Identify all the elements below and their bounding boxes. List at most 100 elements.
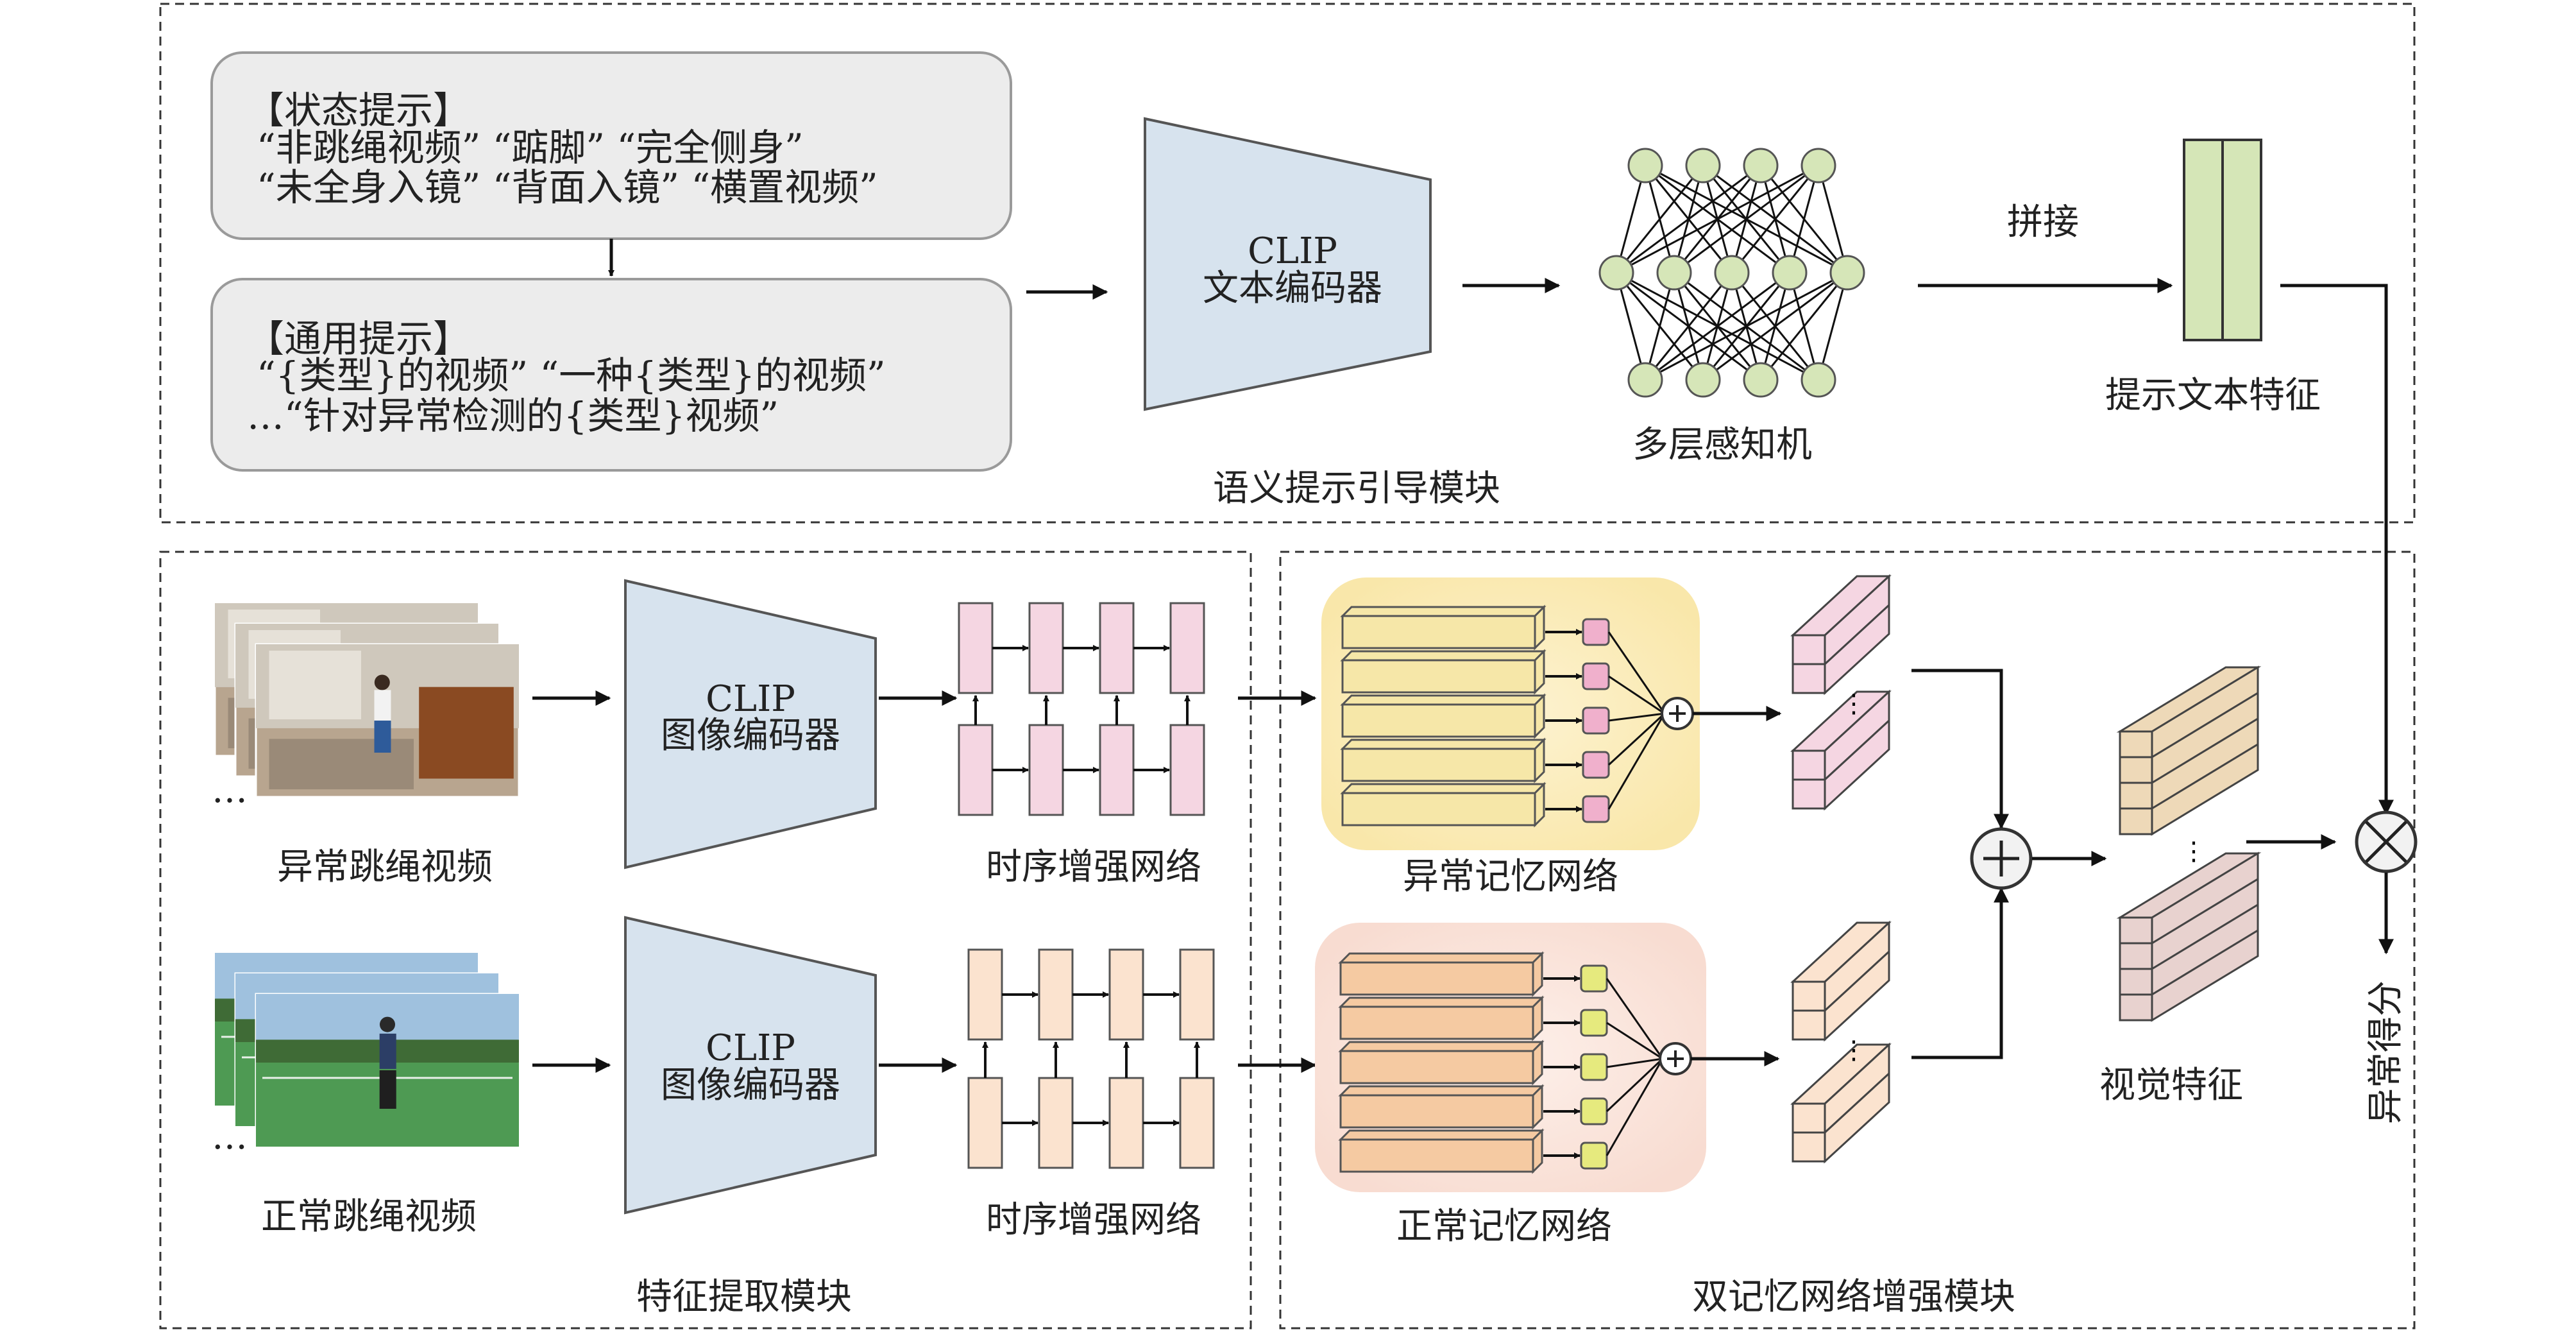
memory-slot-edge [1606, 1058, 1664, 1156]
mlp-edge [1644, 272, 1733, 381]
person-head [380, 1016, 395, 1032]
memory-module-label: 双记忆网络增强模块 [1692, 1276, 2015, 1318]
status-prompt-line1: “非跳绳视频” “踮脚” “完全侧身” [257, 126, 804, 169]
memory-bar [1339, 961, 1534, 996]
abn-out-lower-cell [1792, 749, 1826, 781]
abnormal-memory-output-features: ⋮ [1790, 574, 1892, 811]
memory-bar [1341, 792, 1536, 826]
text-feature-label: 提示文本特征 [2105, 375, 2321, 416]
mlp-edge [1702, 271, 1848, 381]
memory-slot-edge [1608, 712, 1665, 722]
mlp-node [1743, 362, 1779, 398]
memory-slot [1580, 964, 1608, 993]
mlp-node [1801, 362, 1836, 398]
memory-bar-top [1338, 1129, 1545, 1141]
visual-upper-cell [2119, 730, 2153, 758]
visual-upper-cell [2119, 807, 2153, 835]
status-prompt-title: 【状态提示】 [247, 89, 470, 132]
abnormal-video-label: 异常跳绳视频 [277, 846, 493, 888]
visual-lower-cell [2119, 916, 2153, 945]
clip-image-abnormal-line2: 图像编码器 [661, 715, 840, 757]
memory-module-frame [1279, 551, 2416, 1330]
mlp-edge [1674, 164, 1819, 274]
nor-out-dots: ⋮ [1841, 1036, 1867, 1065]
mlp-edge [1616, 164, 1819, 274]
visual-lower-cell [2119, 942, 2153, 970]
memory-slot-edge [1606, 978, 1664, 1059]
temporal-bottom-cell [967, 1077, 1003, 1169]
temporal-top-cell [1169, 602, 1205, 694]
memory-slot-edge [1607, 631, 1666, 714]
temporal-top-cell [1179, 948, 1215, 1041]
mlp-node [1801, 148, 1836, 184]
clip-text-encoder-line2: 文本编码器 [1203, 268, 1382, 309]
abnormal-ellipsis: … [212, 769, 248, 811]
mlp-node [1685, 362, 1721, 398]
abn-out-upper-cell [1792, 663, 1826, 694]
abn-out-upper-side [1824, 603, 1890, 696]
mlp-node [1598, 255, 1634, 291]
memory-slot [1580, 1142, 1608, 1170]
clip-image-abnormal-line1: CLIP [706, 678, 795, 720]
nor-out-upper-side [1824, 949, 1890, 1042]
person-body [374, 690, 391, 723]
temporal-top-cell [967, 948, 1003, 1041]
person-legs [379, 1070, 396, 1109]
mlp-edge [1644, 272, 1675, 381]
temporal-top-cell [1038, 948, 1074, 1041]
temporal-network-abnormal [958, 602, 1205, 816]
normal-memory-output-features: ⋮ [1790, 920, 1892, 1164]
clip-text-encoder-line1: CLIP [1248, 230, 1337, 272]
person-legs [374, 721, 391, 753]
concat-label: 拼接 [2007, 201, 2079, 243]
memory-bar [1339, 1094, 1534, 1129]
nor-out-upper-cell [1792, 980, 1826, 1012]
temporal-top-cell [1108, 948, 1144, 1041]
temporal-bottom-cell [958, 724, 994, 816]
clip-image-normal-line1: CLIP [706, 1027, 795, 1069]
memory-bar-top [1340, 650, 1546, 662]
normal-ellipsis: … [212, 1116, 248, 1158]
memory-slot [1582, 618, 1610, 646]
mlp-edge [1615, 165, 1704, 273]
add-operator [1970, 827, 2033, 890]
visual-lower-side [2151, 928, 2259, 1022]
memory-slot-edge [1606, 1057, 1663, 1068]
temporal-label-normal: 时序增强网络 [986, 1199, 1201, 1241]
memory-bar [1339, 1050, 1534, 1084]
temporal-bottom-cell [1028, 724, 1064, 816]
mlp-label: 多层感知机 [1632, 424, 1812, 466]
semantic-module-frame [159, 3, 2416, 524]
temporal-label-abnormal: 时序增强网络 [986, 846, 1201, 888]
memory-slot-edge [1607, 713, 1666, 810]
mlp-edge [1817, 272, 1849, 381]
mlp-edge [1817, 165, 1849, 273]
nor-out-lower-cell [1792, 1102, 1826, 1134]
memory-bar [1339, 1138, 1534, 1173]
memory-bar [1341, 748, 1536, 782]
memory-slot-edge [1606, 1057, 1664, 1113]
abnormal-video-frames [214, 602, 520, 798]
normal-memory-network [1338, 951, 1780, 1174]
video-frame [255, 643, 520, 798]
memory-bar-top [1338, 952, 1545, 964]
feature-module-frame [159, 551, 1252, 1330]
abn-out-lower-side [1824, 718, 1890, 811]
memory-bar [1341, 615, 1536, 649]
normal-video-frames [214, 952, 520, 1148]
nor-out-lower-cell [1792, 1131, 1826, 1163]
memory-slot [1580, 1097, 1608, 1125]
person-head [374, 674, 390, 690]
memory-slot-edge [1608, 675, 1665, 715]
video-frame [255, 993, 520, 1148]
temporal-top-cell [1028, 602, 1064, 694]
temporal-network-normal [967, 948, 1215, 1169]
memory-slot [1582, 751, 1610, 779]
visual-dots: ⋮ [2181, 837, 2207, 866]
memory-bar [1341, 659, 1536, 694]
abn-out-upper-cell [1792, 634, 1826, 665]
general-prompt-box: 【通用提示】 “{类型}的视频” “一种{类型}的视频” …“针对异常检测的{类… [210, 278, 1012, 472]
mlp-edge [1645, 271, 1790, 381]
abnormal-output-to-add-arrow [1911, 669, 2009, 830]
mlp-node [1627, 148, 1663, 184]
